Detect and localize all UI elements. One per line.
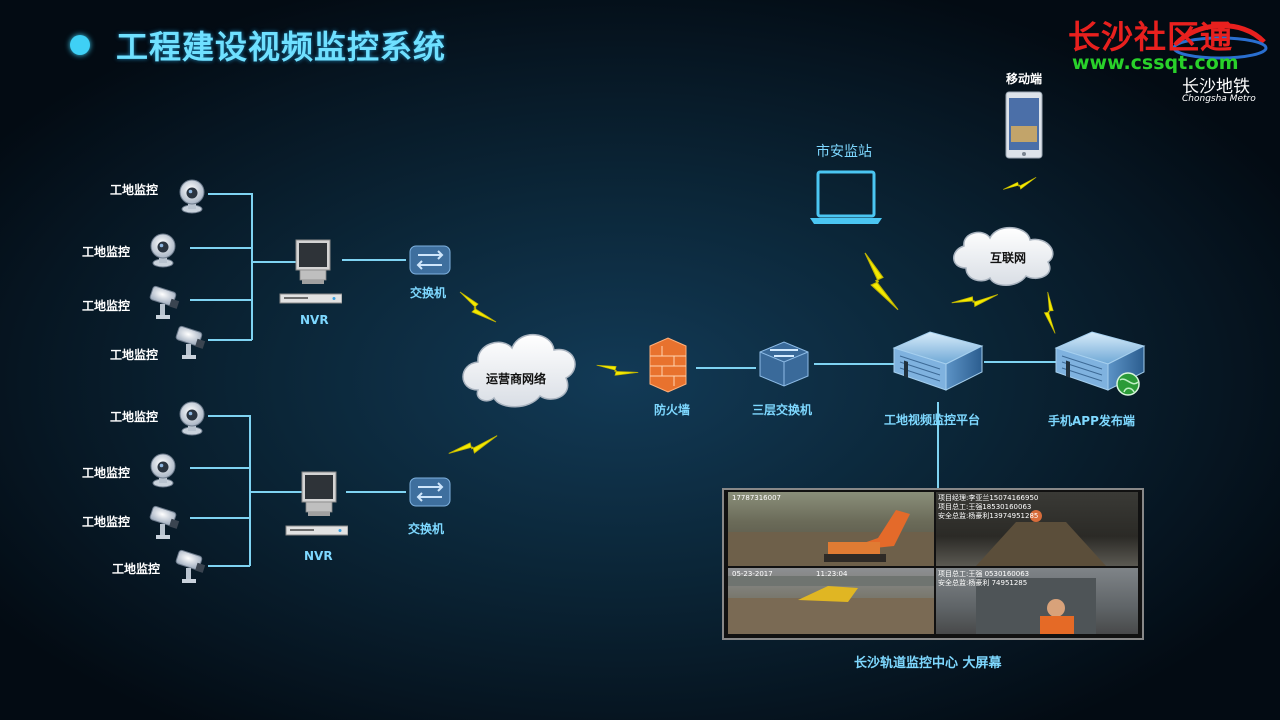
camera-label: 工地监控	[112, 562, 161, 576]
shaft-scene	[976, 510, 1106, 566]
lightning-icon	[1002, 165, 1037, 202]
feed-overlay: 17787316007	[732, 494, 781, 502]
internet-label: 互联网	[990, 251, 1027, 265]
lightning-icon	[951, 274, 999, 323]
metro-logo-swoosh-icon	[1172, 23, 1268, 60]
l3-switch-label: 三层交换机	[752, 403, 813, 417]
internet-cloud-icon	[953, 227, 1054, 286]
lightning-icon	[596, 348, 639, 390]
connection-lines	[190, 193, 1056, 567]
feed-overlay: 项目经理:李亚兰15074166950	[938, 494, 1039, 502]
video-wall: 17787316007 项目经理:李亚兰15074166950 项目总工:王强1…	[722, 488, 1144, 640]
video-feed-worker: 项目总工:王强 0530160063 安全总监:杨豪利 74951285	[936, 568, 1138, 634]
camera-label: 工地监控	[110, 183, 159, 197]
camera-label: 工地监控	[82, 466, 131, 480]
camera-label: 工地监控	[82, 515, 131, 529]
nvr-top-icon	[279, 239, 342, 304]
feed-overlay: 安全总监:杨豪利13974951285	[938, 512, 1039, 520]
bullet-camera-icon	[174, 549, 206, 584]
title-row: 工程建设视频监控系统	[70, 22, 446, 68]
site-scene	[728, 576, 934, 634]
nvr-top-label: NVR	[300, 313, 329, 327]
laptop-icon	[810, 170, 882, 224]
camera-label: 工地监控	[82, 245, 131, 259]
camera-label: 工地监控	[110, 410, 159, 424]
switch-bottom-label: 交换机	[408, 522, 445, 536]
mobile-phone-icon	[1005, 91, 1043, 159]
video-feed-excavator: 17787316007	[728, 492, 934, 566]
switch-top-icon	[409, 245, 451, 275]
carrier-network-label: 运营商网络	[486, 372, 547, 386]
firewall-label: 防火墙	[654, 403, 691, 417]
carrier-cloud-icon	[462, 333, 576, 408]
dome-camera-icon	[150, 233, 176, 268]
dome-camera-icon	[179, 401, 205, 436]
nvr-bottom-label: NVR	[304, 549, 333, 563]
bullet-camera-icon	[148, 285, 180, 320]
video-feed-shaft: 项目经理:李亚兰15074166950 项目总工:王强18530160063 安…	[936, 492, 1138, 566]
feed-time: 11:23:04	[816, 570, 848, 578]
video-feed-site: 05-23-2017 11:23:04	[728, 568, 934, 634]
excavator-scene	[728, 510, 934, 566]
feed-date: 05-23-2017	[732, 570, 773, 578]
nvr-bottom-icon	[285, 471, 348, 536]
logo: 长沙社区通 www.cssqt.com 长沙地铁 Chongsha Metro	[1066, 8, 1272, 112]
big-screen-label: 长沙轨道监控中心 大屏幕	[854, 656, 1002, 671]
city-station-label: 市安监站	[816, 144, 872, 160]
bullet-camera-icon	[148, 505, 180, 540]
switch-bottom-icon	[409, 477, 451, 507]
l3-switch-icon	[759, 341, 809, 387]
feed-overlay: 项目总工:王强 0530160063	[938, 570, 1030, 578]
feed-overlay: 项目总工:王强18530160063	[938, 503, 1032, 511]
lightning-icon	[459, 291, 497, 323]
camera-label: 工地监控	[110, 348, 159, 362]
camera-group-top	[148, 179, 206, 360]
title-bullet-icon	[70, 35, 90, 55]
mobile-label: 移动端	[1006, 72, 1043, 86]
app-publisher-label: 手机APP发布端	[1048, 414, 1135, 428]
lightning-icon	[1029, 291, 1073, 334]
switch-top-label: 交换机	[410, 286, 447, 300]
dome-camera-icon	[179, 179, 205, 214]
platform-label: 工地视频监控平台	[884, 413, 981, 427]
bullet-camera-icon	[174, 325, 206, 360]
camera-label: 工地监控	[82, 299, 131, 313]
platform-server-icon	[893, 331, 983, 391]
firewall-icon	[649, 337, 687, 393]
feed-overlay: 安全总监:杨豪利 74951285	[938, 579, 1028, 587]
logo-metro-en: Chongsha Metro	[1182, 94, 1256, 104]
logo-url: www.cssqt.com	[1072, 52, 1239, 74]
worker-scene	[976, 578, 1096, 634]
globe-icon	[1116, 372, 1140, 396]
camera-group-bottom	[148, 401, 206, 584]
logo-metro-cn: 长沙地铁	[1182, 77, 1250, 97]
logo-main-text: 长沙社区通	[1068, 18, 1234, 56]
dome-camera-icon	[150, 453, 176, 488]
lightning-icon	[850, 252, 913, 311]
lightning-icon	[448, 418, 498, 471]
page-title: 工程建设视频监控系统	[116, 28, 447, 66]
